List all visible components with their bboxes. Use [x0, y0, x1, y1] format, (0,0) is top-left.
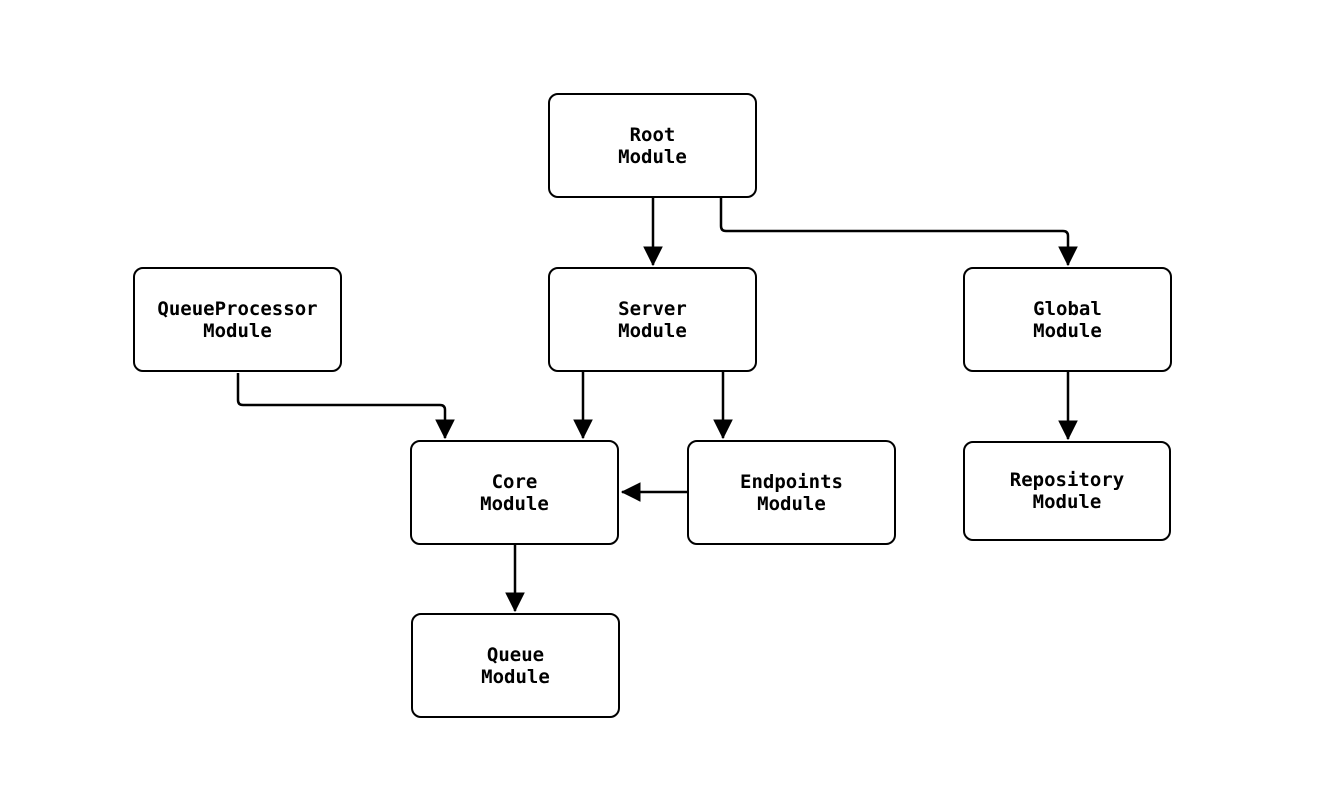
node-label-global: Global Module [1033, 297, 1102, 342]
node-label-queue: Queue Module [481, 643, 550, 688]
node-label-core: Core Module [480, 470, 549, 515]
node-label-endpoints: Endpoints Module [740, 470, 843, 515]
node-global: Global Module [963, 267, 1172, 372]
node-queueprocessor: QueueProcessor Module [133, 267, 342, 372]
node-endpoints: Endpoints Module [687, 440, 896, 545]
node-root: Root Module [548, 93, 757, 198]
node-repository: Repository Module [963, 441, 1171, 541]
node-queue: Queue Module [411, 613, 620, 718]
node-label-server: Server Module [618, 297, 687, 342]
node-server: Server Module [548, 267, 757, 372]
node-label-queueprocessor: QueueProcessor Module [157, 297, 318, 342]
node-core: Core Module [410, 440, 619, 545]
node-label-root: Root Module [618, 123, 687, 168]
node-label-repository: Repository Module [1009, 469, 1125, 513]
